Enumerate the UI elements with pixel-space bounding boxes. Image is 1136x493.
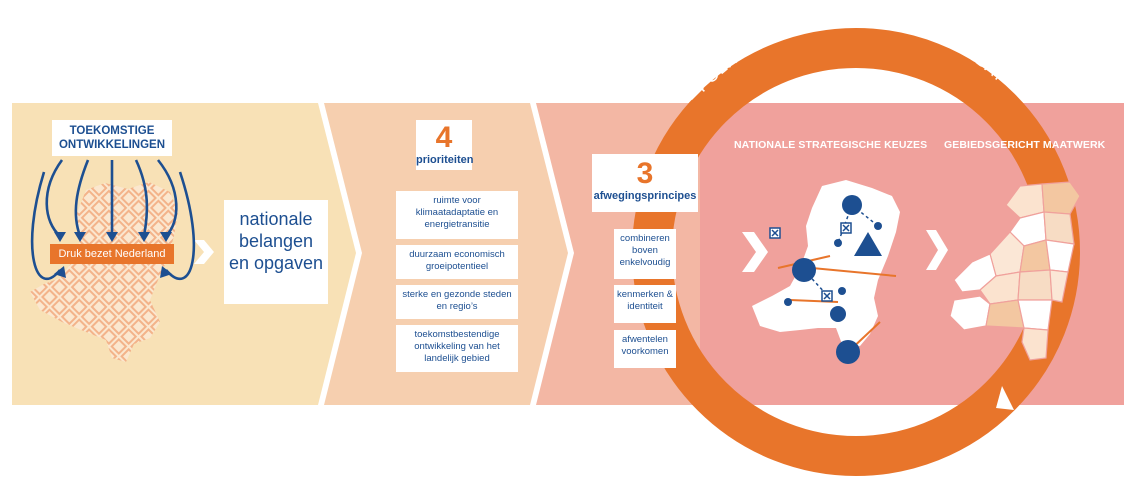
netherlands-map-1 (30, 182, 178, 362)
strategy-dot-1 (842, 195, 862, 215)
afwegingsprincipes-number: 3 (636, 157, 654, 190)
strategy-dot-4 (792, 258, 816, 282)
nationale-keuzes-label: NATIONALE STRATEGISCHE KEUZES (734, 139, 928, 151)
cross-marker-icon (769, 222, 852, 302)
ring-notch-right (996, 386, 1014, 410)
strategy-triangle (854, 232, 882, 256)
afwegingsprincipes-header: 3 afwegingsprincipes (592, 154, 698, 212)
afwegingsprincipe-item-2: kenmerken & identiteit (614, 285, 676, 323)
belangen-line-3: en opgaven (228, 253, 324, 273)
strategy-dot-8 (836, 340, 860, 364)
netherlands-map-regions (949, 181, 1081, 361)
afwegingsprincipes-label: afwegingsprincipes (593, 190, 697, 202)
chevron-arrow-2 (742, 232, 768, 272)
druk-bezet-label: Druk bezet Nederland (50, 244, 174, 264)
prioriteit-item-1: ruimte voor klimaatadaptatie en energiet… (396, 191, 518, 239)
afwegingsprincipe-item-1: combineren boven enkelvoudig (614, 229, 676, 279)
strategy-dot-6 (784, 298, 792, 306)
afwegingsprincipe-item-3: afwentelen voorkomen (614, 330, 676, 368)
strategy-dot-5 (838, 287, 846, 295)
prioriteit-item-3: sterke en gezonde steden en regio’s (396, 285, 518, 319)
strategy-dot-3 (834, 239, 842, 247)
belangen-line-2: belangen (238, 231, 314, 251)
chevron-arrow-3 (926, 230, 948, 270)
prioriteiten-header: 4 prioriteiten (416, 120, 474, 170)
chevron-arrow-1 (194, 240, 214, 264)
ring-notch-top (678, 88, 704, 100)
belangen-line-1: nationale (239, 209, 313, 229)
prioriteiten-label: prioriteiten (416, 154, 474, 166)
toekomstige-ontwikkelingen-label: TOEKOMSTIGE ONTWIKKELINGEN (52, 120, 172, 156)
prioriteit-item-2: duurzaam economisch groeipotentieel (396, 245, 518, 279)
gebiedsgericht-label: GEBIEDSGERICHT MAATWERK (944, 139, 1106, 151)
nationale-belangen-box: nationale belangen en opgaven (224, 200, 328, 304)
arrow-heads (54, 232, 172, 278)
strategy-dot-7 (830, 306, 846, 322)
development-arrows (30, 159, 196, 281)
prioriteit-item-4: toekomstbestendige ontwikkeling van het … (396, 325, 518, 372)
strategy-dot-2 (874, 222, 882, 230)
prioriteiten-number: 4 (435, 121, 453, 154)
